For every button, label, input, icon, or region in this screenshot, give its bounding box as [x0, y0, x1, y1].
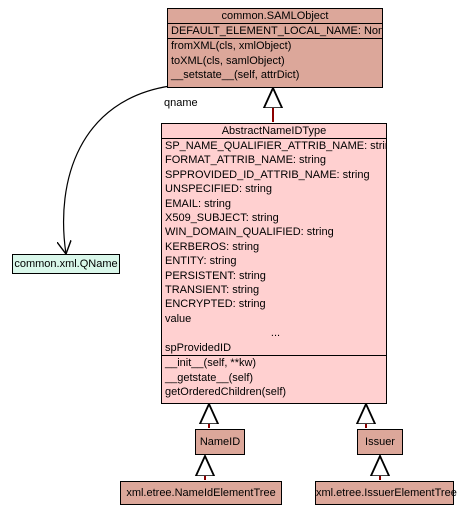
attribute-row: TRANSIENT: string — [165, 284, 260, 297]
attribute-row: UNSPECIFIED: string — [165, 183, 272, 196]
attribute-row: value — [165, 312, 192, 325]
attribute-row: DEFAULT_ELEMENT_LOCAL_NAME: None — [171, 25, 382, 37]
attribute-row: SP_NAME_QUALIFIER_ATTRIB_NAME: string — [165, 140, 386, 152]
nameid-elementtree-class-box[interactable]: xml.etree.NameIdElementTree — [120, 481, 282, 505]
attribute-row: EMAIL: string — [165, 197, 232, 210]
nameid-class-box[interactable]: NameID — [195, 429, 245, 455]
qname-edge-label: qname — [164, 97, 198, 109]
attribute-row: ENCRYPTED: string — [165, 298, 266, 311]
attribute-row: SPPROVIDED_ID_ATTRIB_NAME: string — [165, 168, 370, 181]
attribute-row: X509_SUBJECT: string — [165, 212, 279, 225]
edge-samlobject-to-qname — [64, 85, 171, 254]
issuer-class-box[interactable]: Issuer — [357, 429, 403, 455]
attribute-row: WIN_DOMAIN_QUALIFIED: string — [165, 226, 334, 239]
samlobject-class-title: common.SAMLObject — [168, 9, 382, 24]
attribute-row: spProvidedID — [165, 341, 232, 354]
nameid-elementtree-class-title: xml.etree.NameIdElementTree — [126, 487, 276, 499]
attribute-row: FORMAT_ATTRIB_NAME: string — [165, 154, 326, 167]
attribute-row: PERSISTENT: string — [165, 269, 266, 282]
qname-class-title: common.xml.QName — [14, 258, 118, 270]
abstractnameidtype-class-box[interactable]: AbstractNameIDType SP_NAME_QUALIFIER_ATT… — [161, 123, 387, 404]
attributes-ellipsis: ... — [270, 327, 281, 340]
method-row: fromXML(cls, xmlObject) — [171, 40, 292, 53]
issuer-elementtree-class-title: xml.etree.IssuerElementTree — [316, 487, 457, 499]
method-row: __getstate__(self) — [165, 371, 254, 384]
method-row: __init__(self, **kw) — [165, 357, 257, 370]
method-row: toXML(cls, samlObject) — [171, 54, 285, 67]
attribute-row: KERBEROS: string — [165, 240, 260, 253]
method-row: getOrderedChildren(self) — [165, 385, 287, 398]
nameid-class-title: NameID — [199, 436, 241, 448]
attribute-row: ENTITY: string — [165, 255, 237, 268]
qname-class-box[interactable]: common.xml.QName — [12, 254, 120, 274]
issuer-elementtree-class-box[interactable]: xml.etree.IssuerElementTree — [315, 481, 457, 505]
method-row: __setstate__(self, attrDict) — [171, 69, 300, 82]
abstractnameidtype-methods: __init__(self, **kw)__getstate__(self)ge… — [162, 356, 386, 399]
samlobject-methods: fromXML(cls, xmlObject)toXML(cls, samlOb… — [168, 39, 382, 82]
samlobject-attributes: DEFAULT_ELEMENT_LOCAL_NAME: None — [168, 24, 382, 40]
samlobject-class-box[interactable]: common.SAMLObject DEFAULT_ELEMENT_LOCAL_… — [167, 8, 383, 88]
issuer-class-title: Issuer — [365, 436, 395, 448]
abstractnameidtype-class-title: AbstractNameIDType — [162, 124, 386, 139]
